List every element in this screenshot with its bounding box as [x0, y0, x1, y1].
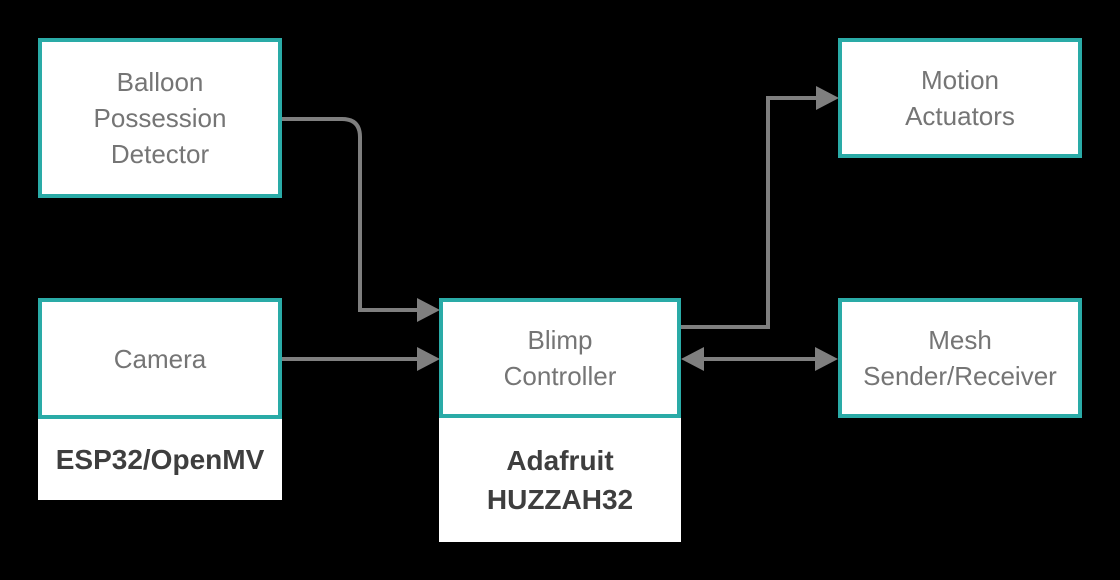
arrow-balloon-to-blimp [282, 117, 418, 312]
caption-text-esp32-openmv: ESP32/OpenMV [55, 444, 265, 475]
arrowhead-camera-to-blimp [417, 347, 440, 371]
node-label-balloon-possession-detector: Balloon Possession Detector [93, 67, 227, 169]
node-balloon-possession-detector: Balloon Possession Detector [38, 38, 282, 198]
node-mesh-sender-receiver: Mesh Sender/Receiver [838, 298, 1082, 418]
arrowhead-blimp-to-motion [816, 86, 839, 110]
arrowhead-blimp-to-mesh [815, 347, 838, 371]
caption-blimp-hardware: Adafruit HUZZAH32 [439, 418, 681, 542]
node-label-camera: Camera [113, 343, 207, 374]
node-blimp-controller: Blimp Controller [439, 298, 681, 418]
node-camera: Camera [38, 298, 282, 419]
arrowhead-mesh-to-blimp [681, 347, 704, 371]
arrowhead-balloon-to-blimp [417, 298, 440, 322]
arrow-blimp-to-motion [681, 96, 817, 329]
node-label-blimp-controller: Blimp Controller [503, 325, 617, 391]
caption-camera-hardware: ESP32/OpenMV [38, 419, 282, 500]
node-label-mesh-sender-receiver: Mesh Sender/Receiver [863, 325, 1057, 391]
node-label-motion-actuators: Motion Actuators [905, 65, 1015, 131]
node-motion-actuators: Motion Actuators [838, 38, 1082, 158]
caption-text-adafruit-huzzah32: Adafruit HUZZAH32 [486, 445, 634, 515]
